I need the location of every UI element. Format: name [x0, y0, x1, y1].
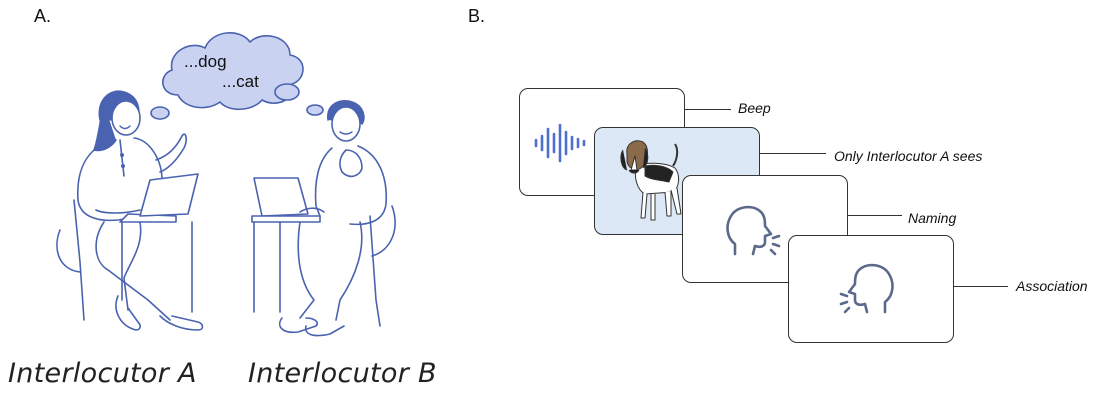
- step-label-naming: Naming: [908, 210, 957, 226]
- thought-cloud: [150, 32, 324, 120]
- thought-word-dog: ...dog: [184, 52, 227, 71]
- caption-interlocutor-a: Interlocutor A: [8, 358, 197, 389]
- conversation-illustration: [56, 32, 396, 337]
- panel-b-label: B.: [468, 6, 486, 26]
- association-leader-line: [954, 286, 1008, 287]
- thought-word-cat: ...cat: [222, 72, 259, 91]
- image-leader-line: [760, 153, 826, 154]
- beep-leader-line: [685, 109, 731, 110]
- step-label-only-a-sees: Only Interlocutor A sees: [834, 148, 983, 164]
- step-label-association: Association: [1016, 278, 1088, 294]
- interlocutor-a-figure: [56, 90, 204, 331]
- speaking-head-right-icon: [726, 205, 781, 256]
- association-card: [788, 235, 954, 343]
- caption-interlocutor-b: Interlocutor B: [248, 358, 437, 389]
- naming-leader-line: [848, 215, 902, 216]
- sound-wave-icon: [534, 123, 586, 163]
- step-label-beep: Beep: [738, 100, 771, 116]
- speaking-head-left-icon: [839, 263, 894, 314]
- panel-a-label: A.: [34, 6, 52, 26]
- dog-image: [620, 140, 682, 221]
- interlocutor-b-figure: [251, 100, 396, 337]
